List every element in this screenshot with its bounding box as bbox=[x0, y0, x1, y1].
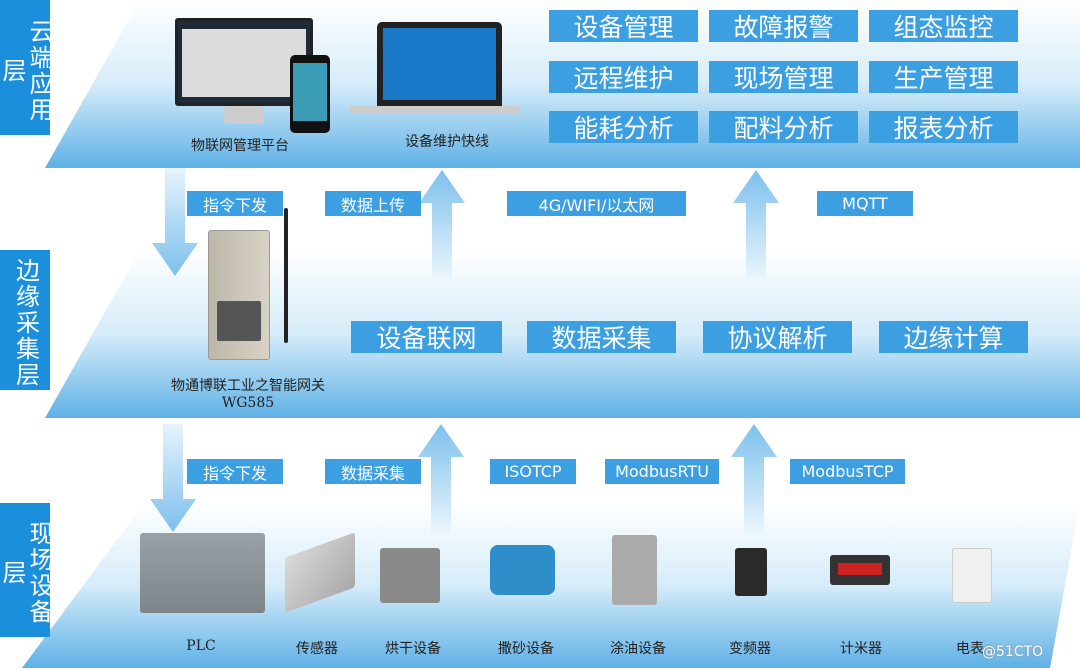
plc-image bbox=[140, 533, 265, 613]
arrow-down-icon bbox=[152, 168, 198, 276]
function-scada-monitor: 组态监控 bbox=[869, 10, 1018, 42]
function-edge-computing: 边缘计算 bbox=[879, 321, 1028, 353]
watermark: @51CTO bbox=[982, 644, 1044, 660]
tag-command-down: 指令下发 bbox=[187, 459, 283, 484]
tag-command-down: 指令下发 bbox=[187, 191, 283, 216]
tag-data-upload: 数据上传 bbox=[325, 191, 421, 216]
tag-isotcp: ISOTCP bbox=[490, 459, 576, 484]
device-label-dryer: 烘干设备 bbox=[385, 641, 441, 657]
oiler-image bbox=[612, 535, 657, 605]
device-label-electric-meter: 电表 bbox=[956, 641, 984, 657]
function-recipe-analysis: 配料分析 bbox=[709, 111, 858, 143]
monitor-stand bbox=[224, 106, 264, 124]
device-label-oiler: 涂油设备 bbox=[610, 641, 666, 657]
function-fault-alarm: 故障报警 bbox=[709, 10, 858, 42]
gateway-model: WG585 bbox=[221, 395, 275, 411]
antenna-image bbox=[284, 208, 288, 343]
function-report-analysis: 报表分析 bbox=[869, 111, 1018, 143]
laptop-base bbox=[350, 106, 520, 114]
meter-counter-image bbox=[830, 555, 890, 585]
tag-network: 4G/WIFI/以太网 bbox=[507, 191, 686, 216]
tag-modbustcp: ModbusTCP bbox=[790, 459, 905, 484]
phone-image bbox=[290, 55, 330, 133]
function-energy-analysis: 能耗分析 bbox=[549, 111, 698, 143]
device-label-sand-blaster: 撒砂设备 bbox=[498, 641, 554, 657]
function-remote-maintenance: 远程维护 bbox=[549, 61, 698, 93]
arrow-up-icon bbox=[731, 424, 777, 536]
inverter-image bbox=[735, 548, 767, 596]
arrow-down-icon bbox=[150, 424, 196, 532]
platform-caption: 物联网管理平台 bbox=[191, 138, 289, 154]
gateway-caption: 物通博联工业之智能网关 bbox=[171, 378, 325, 394]
dryer-image bbox=[380, 548, 440, 603]
function-device-networking: 设备联网 bbox=[351, 321, 502, 353]
device-label-sensor: 传感器 bbox=[296, 641, 338, 657]
tag-modbusrtu: ModbusRTU bbox=[605, 459, 719, 484]
edge-layer-label: 边缘采集层 bbox=[0, 250, 50, 390]
field-layer-label: 现场设备层 bbox=[0, 503, 53, 637]
function-device-management: 设备管理 bbox=[549, 10, 698, 42]
arrow-up-icon bbox=[419, 170, 465, 282]
tag-data-collect: 数据采集 bbox=[325, 459, 421, 484]
device-label-plc: PLC bbox=[186, 638, 216, 654]
tag-mqtt: MQTT bbox=[817, 191, 913, 216]
function-data-collection: 数据采集 bbox=[527, 321, 676, 353]
arrow-up-icon bbox=[418, 424, 464, 536]
arrow-up-icon bbox=[733, 170, 779, 282]
electric-meter-image bbox=[952, 548, 992, 603]
device-label-meter-counter: 计米器 bbox=[840, 641, 882, 657]
device-label-inverter: 变频器 bbox=[729, 641, 771, 657]
laptop-caption: 设备维护快线 bbox=[405, 134, 489, 150]
function-protocol-parsing: 协议解析 bbox=[703, 321, 852, 353]
cloud-layer-label: 云端应用层 bbox=[0, 0, 53, 135]
laptop-image bbox=[377, 22, 502, 106]
sand-blaster-image bbox=[490, 545, 555, 595]
gateway-image bbox=[208, 230, 270, 360]
function-production-management: 生产管理 bbox=[869, 61, 1018, 93]
function-site-management: 现场管理 bbox=[709, 61, 858, 93]
